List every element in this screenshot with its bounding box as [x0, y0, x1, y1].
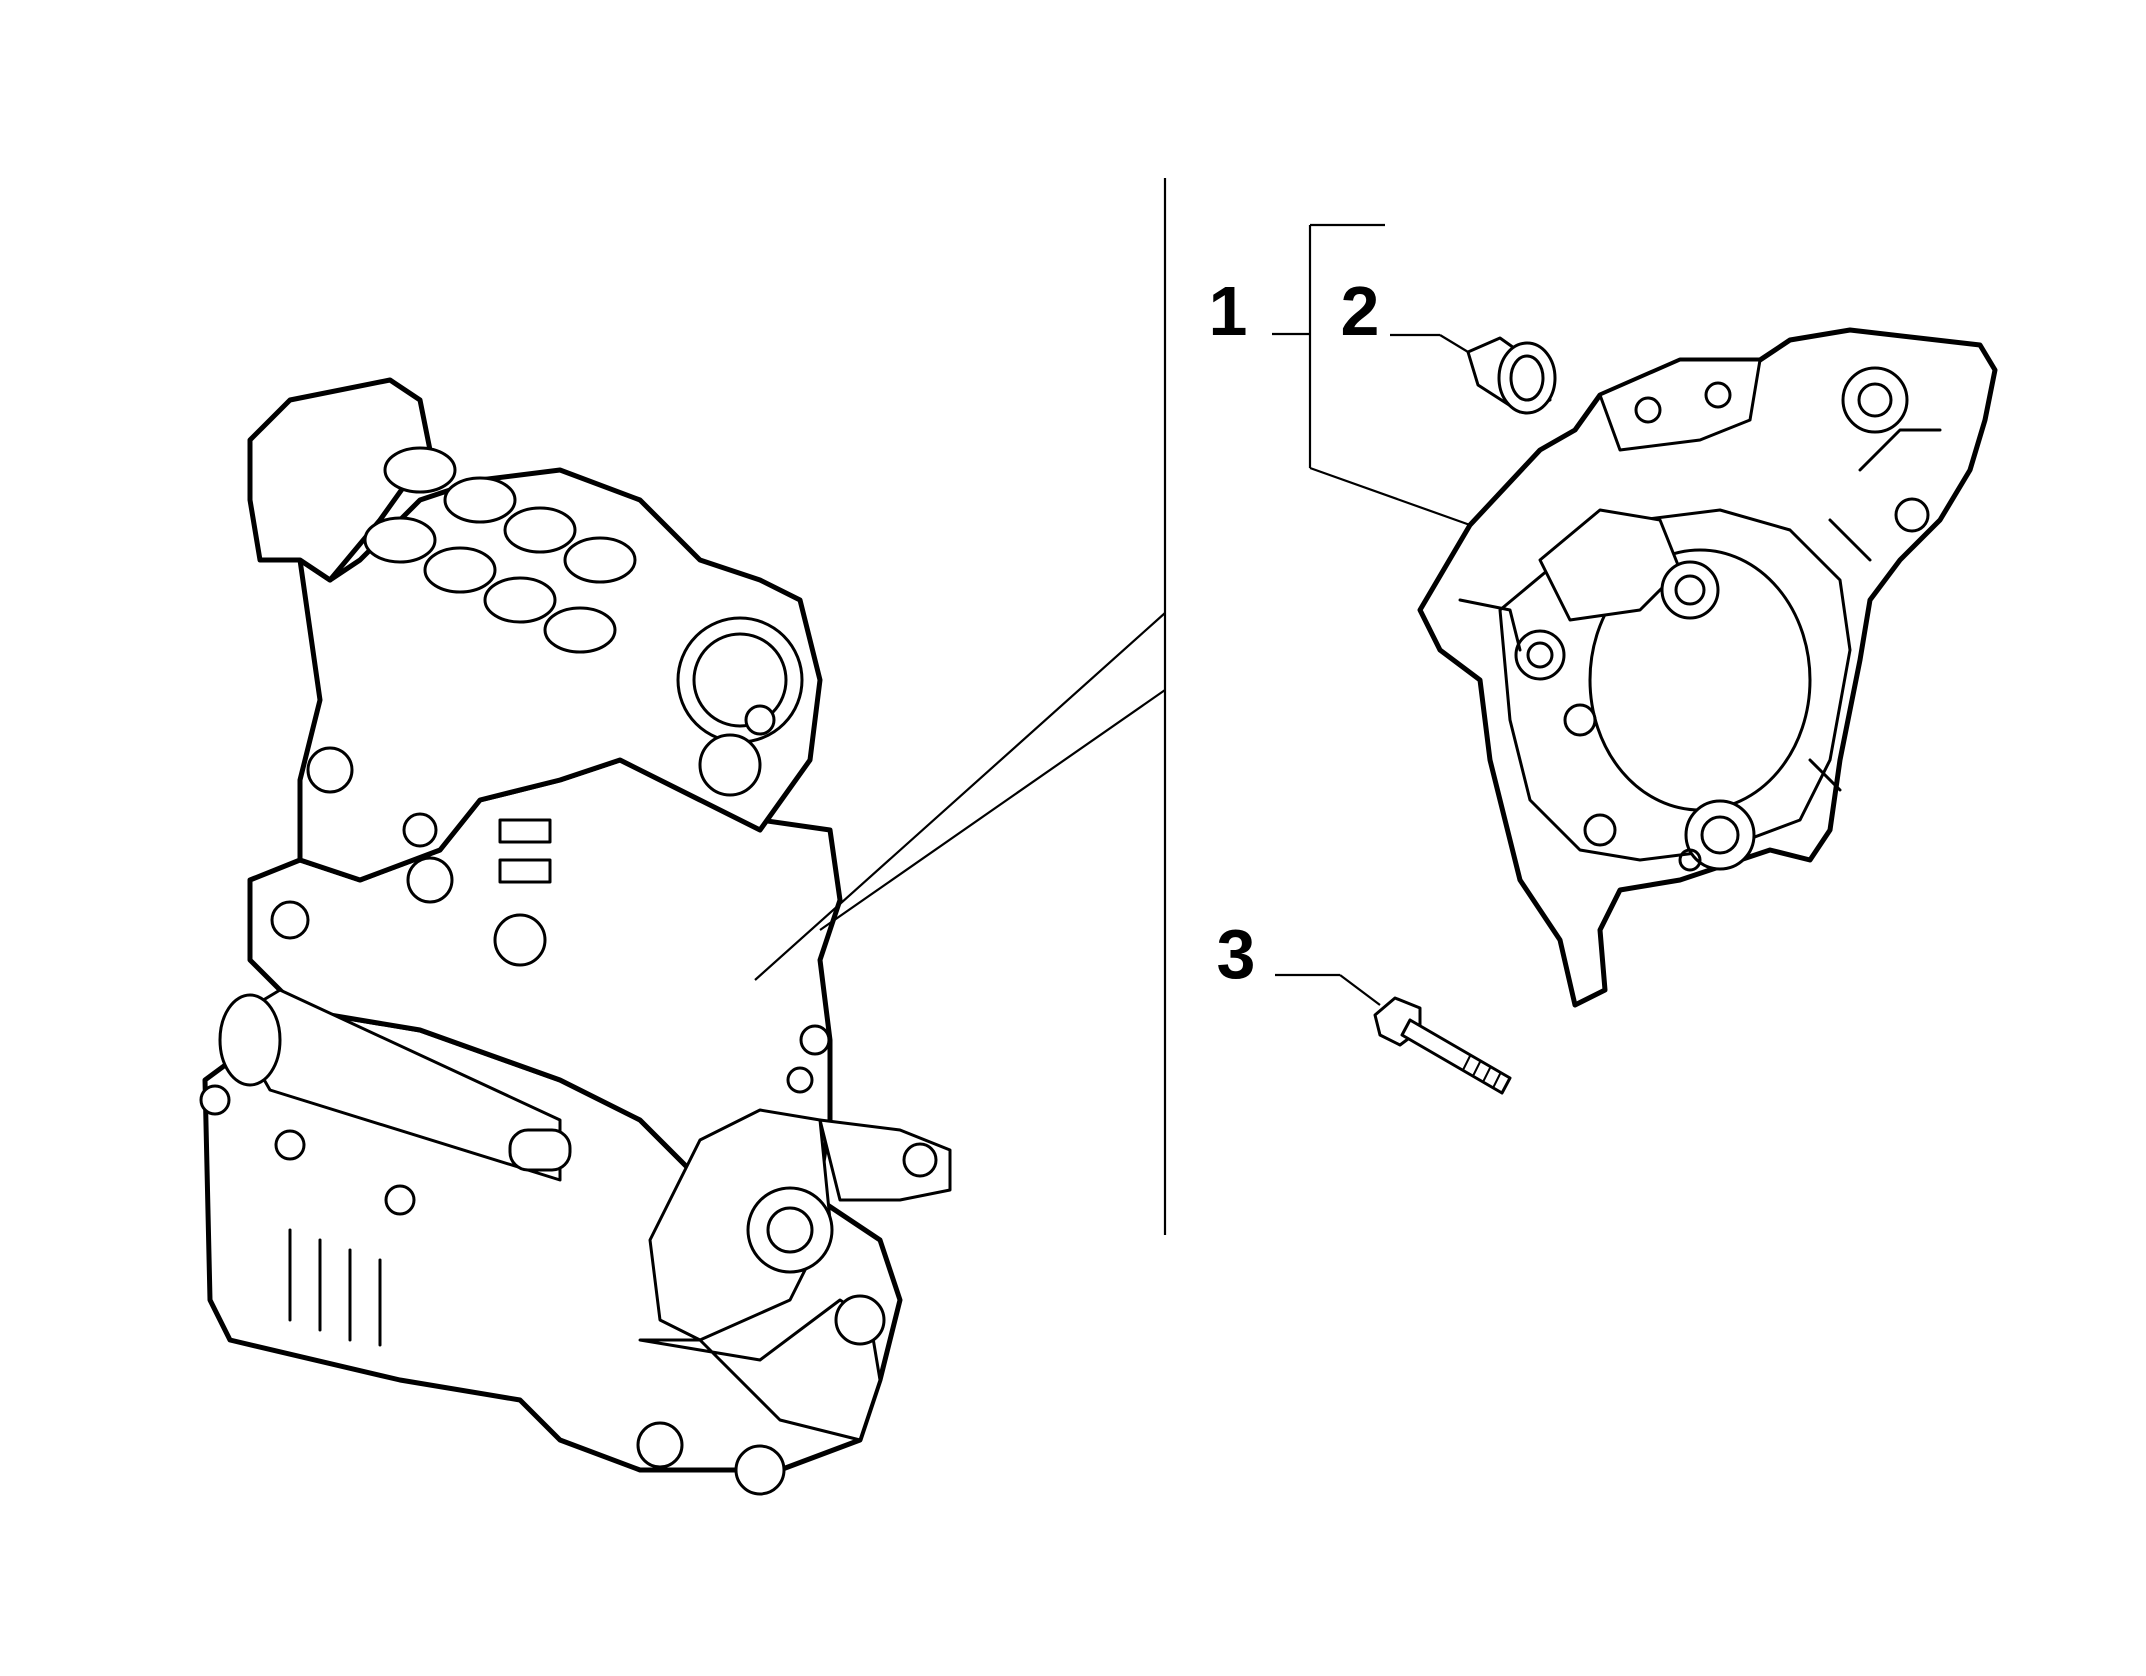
bolt: [1275, 973, 1512, 1095]
callout-2: 2: [1341, 272, 1380, 350]
callout-3: 3: [1217, 915, 1256, 993]
timing-cover: [1417, 327, 1998, 1008]
engine-assembly: [199, 377, 952, 1496]
callout-1: 1: [1209, 272, 1248, 350]
bushing: [1390, 333, 1557, 415]
callout-bracket: [1272, 223, 1471, 527]
pointer-lines: [754, 612, 1166, 981]
